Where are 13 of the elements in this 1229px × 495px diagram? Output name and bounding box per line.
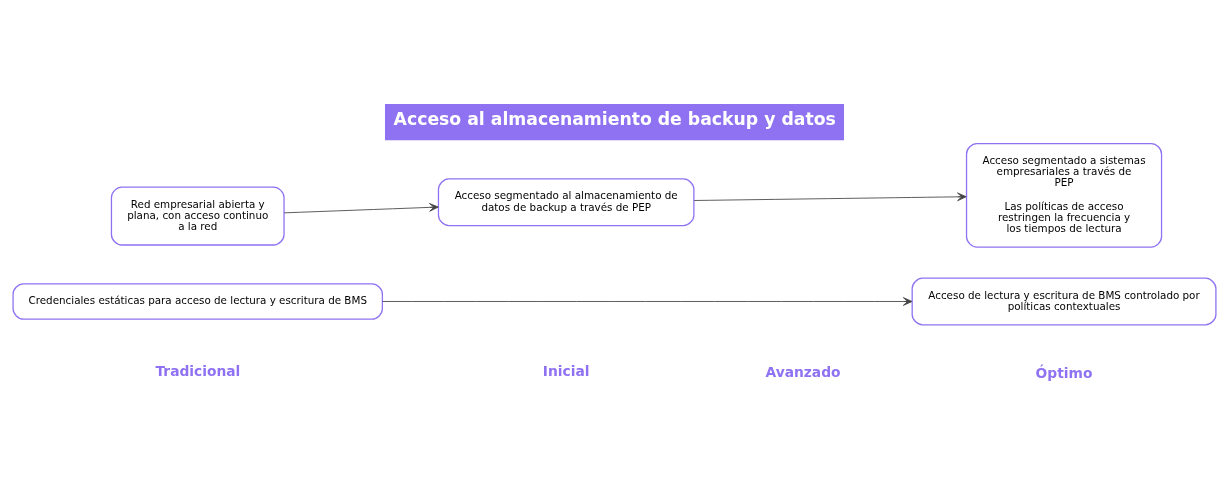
node-box: Acceso segmentado al almacenamiento de datos de backup a través de PEP — [437, 177, 695, 226]
diagram-title: Acceso al almacenamiento de backup y datos — [393, 108, 836, 129]
label: Inicial — [542, 362, 590, 379]
node-box: Credenciales estáticas para acceso de lectura y escritura de BMS — [12, 282, 384, 320]
label: Óptimo — [1035, 364, 1093, 381]
arrow — [693, 192, 967, 201]
label: Avanzado — [765, 363, 841, 380]
label: Tradicional — [155, 362, 241, 379]
arrow — [283, 202, 439, 213]
node-box: Acceso segmentado a sistemas empresariales a través de PEP Las políticas de acceso restringen la frecuencia y los tiempos de lectura — [965, 142, 1163, 248]
node-box: Acceso de lectura y escritura de BMS controlado por políticas contextuales — [911, 277, 1217, 325]
node-box: Red empresarial abierta y plana, con acceso continuo a la red — [110, 186, 285, 246]
arrow — [382, 296, 913, 306]
